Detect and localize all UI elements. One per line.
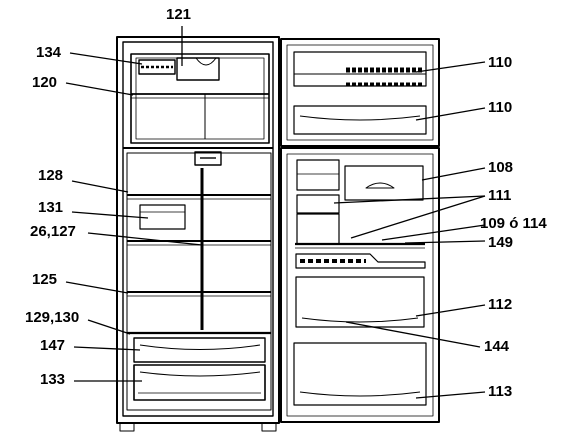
freezer-door-shelf-front <box>299 115 421 121</box>
crisper-drawer <box>133 364 266 401</box>
label-131: 131 <box>38 199 64 216</box>
butter-dish <box>365 182 395 189</box>
label-147: 147 <box>40 337 66 354</box>
fan-cover <box>195 57 217 66</box>
label-128: 128 <box>38 167 64 184</box>
label-144: 144 <box>484 338 510 355</box>
freezer-compartment <box>130 53 270 144</box>
leader-line-4 <box>71 180 129 193</box>
door-bin-middle-front <box>301 317 419 323</box>
crisper-upper-front <box>139 344 261 350</box>
crisper-bin-upper <box>133 337 266 363</box>
leader-line-5 <box>71 211 149 219</box>
door-bin-bottom-front <box>299 391 421 397</box>
label-111: 111 <box>488 187 512 204</box>
label-125: 125 <box>32 271 58 288</box>
cabinet <box>116 36 280 432</box>
leader-line-12 <box>415 107 486 121</box>
label-108: 108 <box>488 159 514 176</box>
leader-line-9 <box>73 346 141 351</box>
leader-line-6 <box>87 232 203 246</box>
freezer-door-shelf <box>293 105 427 135</box>
foot-right <box>261 422 277 432</box>
dairy-box-small <box>296 159 340 191</box>
leader-line-18 <box>415 304 486 317</box>
label-129-130: 129,130 <box>25 309 80 326</box>
freezer-door <box>280 38 440 147</box>
dairy-box-mid <box>296 194 340 214</box>
label-121: 121 <box>166 6 192 23</box>
fridge-door-liner <box>286 153 434 417</box>
label-109-114: 109 ó 114 <box>480 215 547 232</box>
leader-line-8 <box>87 319 131 335</box>
ice-tray-bin <box>293 51 427 87</box>
cabinet-inner-wall <box>122 41 274 417</box>
freezer-door-liner <box>286 44 434 141</box>
leader-line-7 <box>65 281 129 294</box>
label-26-127: 26,127 <box>30 223 76 240</box>
label-110-bottom: 110 <box>488 99 513 116</box>
leader-line-16 <box>381 224 486 241</box>
label-134: 134 <box>36 44 62 61</box>
dairy-box-low <box>296 213 340 245</box>
label-133: 133 <box>40 371 66 388</box>
label-120: 120 <box>32 74 58 91</box>
leader-line-17 <box>404 240 486 244</box>
leader-line-3 <box>65 82 134 96</box>
fresh-food-compartment <box>126 152 272 411</box>
small-drawer <box>139 204 186 230</box>
label-112: 112 <box>488 296 513 313</box>
door-bin-middle <box>295 276 425 328</box>
label-149: 149 <box>488 234 514 251</box>
leader-line-20 <box>415 391 486 399</box>
foot-left <box>119 422 135 432</box>
leader-line-13 <box>421 167 486 181</box>
egg-tray <box>295 253 426 269</box>
crisper-drawer-front <box>139 371 261 377</box>
leader-line-14 <box>333 195 486 204</box>
label-110-top: 110 <box>488 54 513 71</box>
leader-line-15 <box>350 195 486 239</box>
leader-lines <box>65 26 486 399</box>
door-bin-bottom <box>293 342 427 406</box>
control-box <box>176 57 220 81</box>
fridge-door <box>280 147 440 423</box>
leader-line-19 <box>345 321 481 348</box>
egg-rack <box>344 165 424 201</box>
leader-line-2 <box>69 52 143 65</box>
leader-line-11 <box>415 61 486 73</box>
doors <box>280 38 440 423</box>
cabinet-outline <box>116 36 280 424</box>
label-113: 113 <box>488 383 513 400</box>
